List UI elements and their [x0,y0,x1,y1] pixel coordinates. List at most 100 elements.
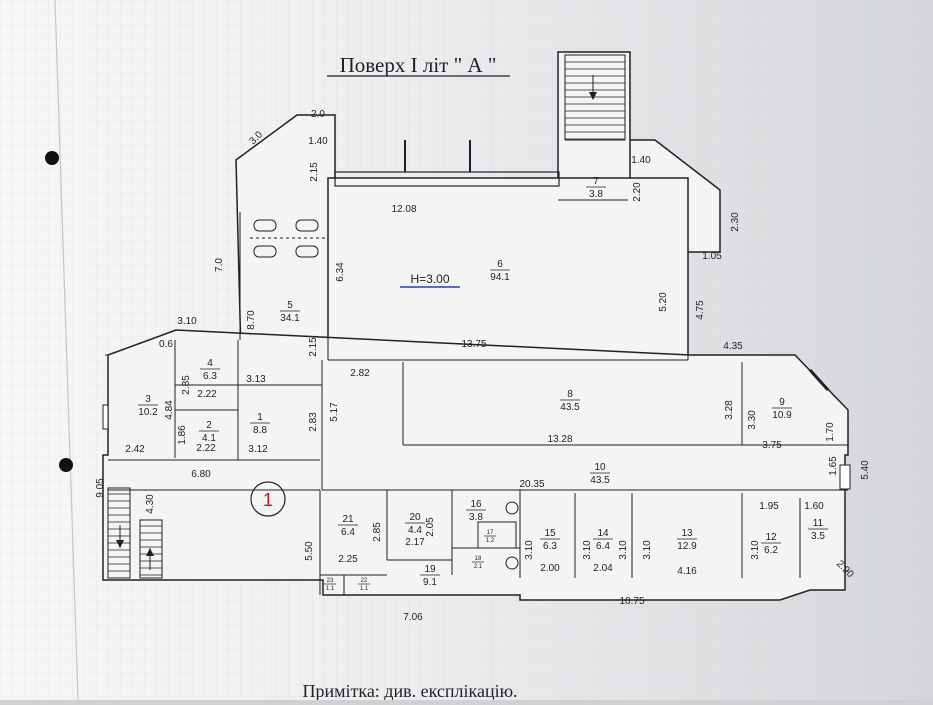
dimension-label: 9.05 [95,478,106,498]
room-20-area: 4.4 [408,525,422,536]
dimension-label: 12.08 [391,204,416,215]
windows [102,368,851,490]
room-7-label: 73.8 [586,176,606,200]
room-2-number: 2 [206,420,212,431]
dimension-label: 3.30 [747,410,758,430]
punch-hole-bottom [59,458,73,472]
stair-steps-left [107,487,163,579]
dimension-label: 2.83 [308,412,319,432]
room-8-label: 843.5 [560,389,580,413]
room-15-number: 15 [544,528,556,539]
dimension-label: 2.04 [593,563,613,574]
dimension-label: 0.6 [159,339,173,350]
room-12-number: 12 [765,532,777,543]
dimension-label: 3.12 [248,444,268,455]
room-2-area: 4.1 [202,433,216,444]
room-14-number: 14 [597,528,609,539]
room-3-number: 3 [145,394,151,405]
dimension-label: 1.70 [825,422,836,442]
room-1-area: 8.8 [253,425,267,436]
room-16-number: 16 [470,499,482,510]
room-9-area: 10.9 [772,410,792,421]
dimension-label: 2.85 [181,375,192,395]
dimension-label: 7.0 [214,258,225,272]
dimension-label: 5.50 [304,541,315,561]
room-5-label: 534.1 [280,300,300,324]
building-outline [102,51,849,601]
room-21-label: 216.4 [338,514,358,538]
room-18-number: 18 [475,556,482,562]
room-7-number: 7 [593,176,599,187]
marker-circle [250,481,286,517]
dimension-label: 1.05 [702,251,722,262]
room-4-area: 6.3 [203,371,217,382]
room-20-number: 20 [409,512,421,523]
room-16-label: 163.8 [466,499,486,523]
dimension-label: 3.13 [246,374,266,385]
dimension-label: 2.25 [338,554,358,565]
dimension-label: 1.65 [828,456,839,476]
room-18-label: 182.1 [472,556,484,570]
dimension-label: 7.06 [403,612,423,623]
room-9-number: 9 [779,397,785,408]
room-19-label: 199.1 [420,564,440,588]
room-5-number: 5 [287,300,293,311]
room-12-label: 126.2 [761,532,781,556]
dimension-label: 2.22 [197,389,217,400]
room-17-label: 171.2 [484,530,496,544]
room-5-area: 34.1 [280,313,300,324]
dimension-label: 1.60 [804,501,824,512]
dimension-label: 4.84 [164,400,175,420]
room-6-label: 694.1 [490,259,510,283]
dimension-label: 1.40 [631,155,651,166]
dimension-label: 2.82 [350,368,370,379]
dimension-label: 5.40 [860,460,871,480]
dimension-label: 2.15 [308,337,319,357]
room-4-label: 46.3 [200,358,220,382]
dimension-label: 6.34 [335,262,346,282]
dimension-label: 13.75 [461,339,486,350]
dimension-label: 3.10 [642,540,653,560]
room-8-number: 8 [567,389,573,400]
room-1-number: 1 [257,412,263,423]
room-23-area: 1.1 [326,586,335,592]
dimension-label: 3.10 [618,540,629,560]
room-1-label: 18.8 [250,412,270,436]
room-17-area: 1.2 [486,538,495,544]
dimension-label: 5.17 [329,402,340,422]
room-19-number: 19 [424,564,436,575]
room-10-area: 43.5 [590,475,610,486]
paper-fold [54,0,79,701]
room-13-number: 13 [681,528,693,539]
interior-walls [105,199,848,595]
dimension-label: 3.10 [524,540,535,560]
dimension-label: 4.75 [695,300,706,320]
ground-block [102,329,849,601]
room-13-area: 12.9 [677,541,697,552]
dimension-label: 3.10 [582,540,593,560]
room-11-number: 11 [813,518,824,529]
room-15-label: 156.3 [540,528,560,552]
room-6-number: 6 [497,259,503,270]
room-16-area: 3.8 [469,512,483,523]
dimension-label: 4.35 [723,341,743,352]
room-6-area: 94.1 [490,272,510,283]
dimension-label: 4.30 [145,494,156,514]
room-15-area: 6.3 [543,541,557,552]
dimension-label: 2.0 [311,109,325,120]
dimension-label: 20.35 [519,479,544,490]
room-12-area: 6.2 [764,545,778,556]
dimension-label: 2.30 [730,212,741,232]
dimension-label: 10.75 [619,596,644,607]
dimension-label: 4.16 [677,566,697,577]
room-19-area: 9.1 [423,577,437,588]
ceiling-height-label: H=3.00 [410,272,449,286]
room-3-area: 10.2 [138,407,158,418]
dimension-label: 3.75 [762,440,782,451]
page-title: Поверх I літ " А " [340,53,497,77]
room-22-number: 22 [361,578,368,584]
